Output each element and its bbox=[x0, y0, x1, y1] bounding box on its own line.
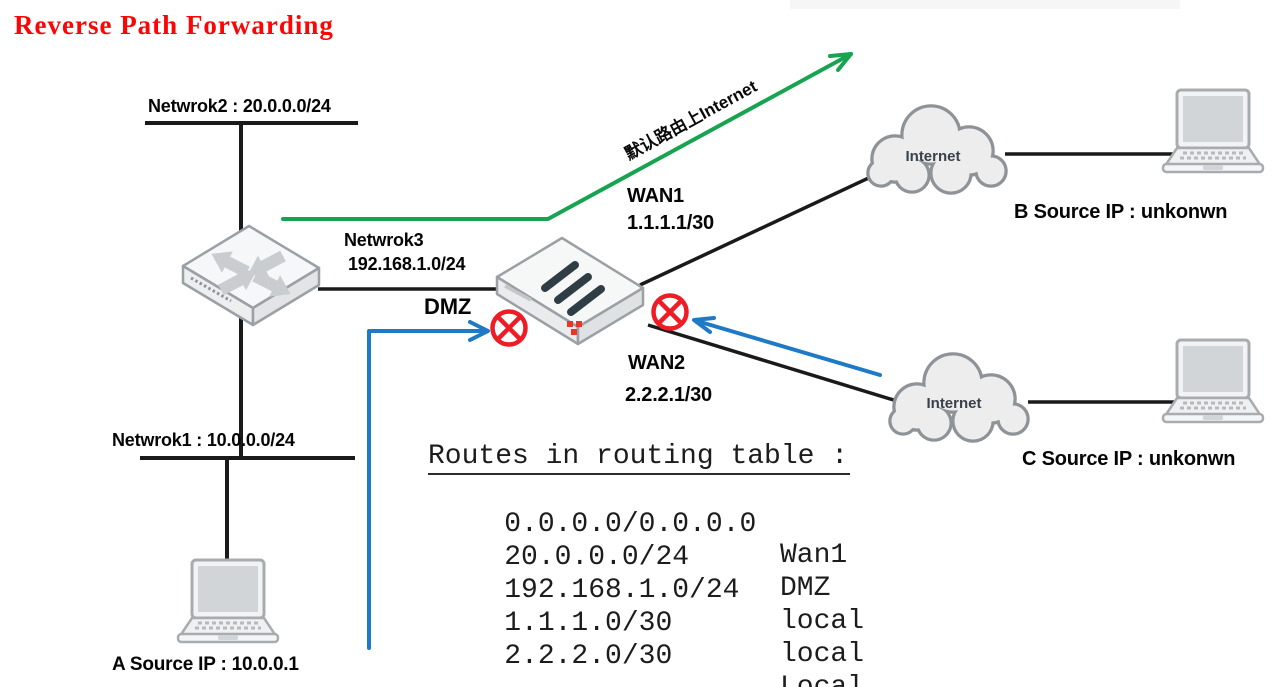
wan2-ip-label: 2.2.2.1/30 bbox=[625, 384, 712, 406]
route-iface: local bbox=[780, 639, 865, 670]
top-edge-artifact bbox=[790, 0, 1180, 9]
switch-icon bbox=[181, 224, 321, 327]
network3-cidr-label: 192.168.1.0/24 bbox=[348, 254, 466, 274]
wan1-name-label: WAN1 bbox=[627, 185, 684, 207]
routing-table-row: 192.168.1.0/24 local bbox=[437, 544, 867, 668]
route-dest: 20.0.0.0/24 bbox=[504, 542, 690, 573]
laptop-c-icon bbox=[1161, 338, 1265, 424]
laptop-b-icon bbox=[1161, 88, 1265, 174]
route-dest: 0.0.0.0/0.0.0.0 bbox=[504, 509, 757, 540]
wan1-ip-label: 1.1.1.1/30 bbox=[627, 212, 714, 234]
routing-table-row: 20.0.0.0/24 DMZ bbox=[437, 511, 867, 635]
route-dest: 1.1.1.0/30 bbox=[504, 608, 673, 639]
route-dest: 192.168.1.0/24 bbox=[504, 575, 740, 606]
link-wan2-cloud bbox=[647, 323, 911, 407]
blocked-icon-dmz bbox=[493, 312, 526, 345]
spoofed-arrow-dmz bbox=[367, 320, 490, 650]
route-iface: Local bbox=[780, 672, 864, 687]
wan2-name-label: WAN2 bbox=[628, 352, 685, 374]
routing-table-row: 1.1.1.0/30 local bbox=[437, 577, 867, 687]
network1-label: Netwrok1 : 10.0.0.0/24 bbox=[112, 430, 295, 450]
firewall-icon bbox=[495, 236, 645, 346]
routing-table-row: 0.0.0.0/0.0.0.0 Wan1 bbox=[437, 478, 867, 602]
route-iface: DMZ bbox=[780, 573, 831, 604]
internet-label-bottom: Internet bbox=[926, 395, 982, 412]
route-dest: 2.2.2.0/30 bbox=[504, 641, 673, 672]
dmz-label: DMZ bbox=[424, 294, 472, 319]
route-iface: local bbox=[780, 606, 865, 637]
host-a-label: A Source IP : 10.0.0.1 bbox=[112, 654, 299, 675]
blocked-icon-wan2 bbox=[654, 296, 687, 329]
routing-table-row: 2.2.2.0/30 Local bbox=[437, 610, 867, 687]
network1-segment-bar bbox=[140, 456, 355, 566]
default-route-arrow bbox=[281, 52, 853, 221]
firewall-logo bbox=[567, 321, 582, 335]
route-iface: Wan1 bbox=[780, 540, 848, 571]
routing-table-header: Routes in routing table : bbox=[428, 441, 851, 475]
internet-label-top: Internet bbox=[905, 148, 961, 165]
host-c-label: C Source IP : unkonwn bbox=[1022, 448, 1236, 470]
laptop-a-icon bbox=[176, 558, 280, 644]
spoofed-arrow-wan2 bbox=[692, 316, 882, 377]
link-wan1-cloud bbox=[639, 166, 891, 287]
page-title: Reverse Path Forwarding bbox=[14, 10, 334, 40]
network3-name-label: Netwrok3 bbox=[344, 230, 424, 250]
network2-label: Netwrok2 : 20.0.0.0/24 bbox=[148, 96, 331, 116]
host-b-label: B Source IP : unkonwn bbox=[1014, 201, 1228, 223]
